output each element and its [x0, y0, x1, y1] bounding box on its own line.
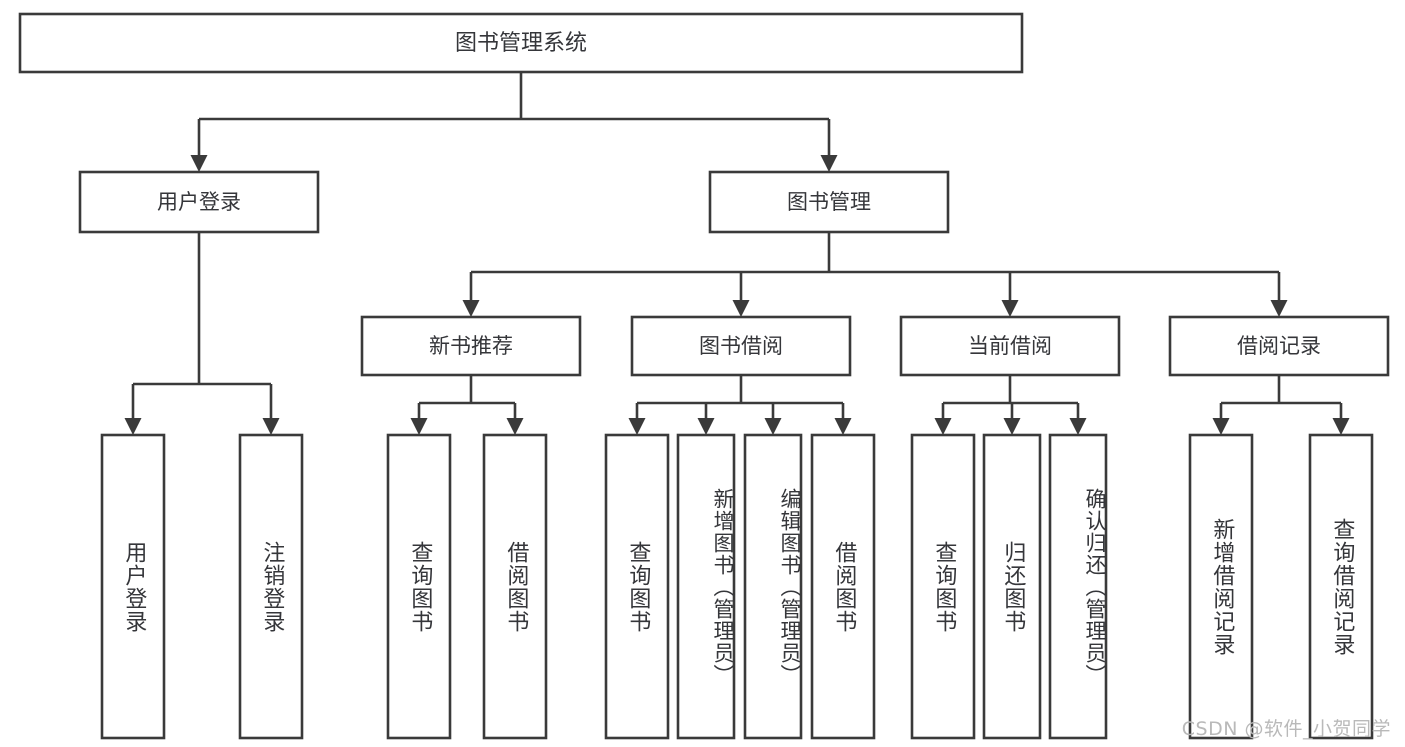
node-leaf-user-login[interactable] [100, 433, 166, 740]
node-leaf-query-record[interactable] [1308, 433, 1374, 740]
node-leaf-query-book-2[interactable] [604, 433, 670, 740]
node-leaf-add-record[interactable] [1188, 433, 1254, 740]
node-user-login-label: 用户登录 [157, 190, 241, 214]
arrow-to-user-login [190, 155, 208, 172]
node-leaf-borrow-book-1[interactable] [482, 433, 548, 740]
arrow-to-leaf-query-book-1 [410, 418, 428, 435]
node-leaf-return-book[interactable] [982, 433, 1042, 740]
csdn-watermark: CSDN @软件_小贺同学 [1181, 718, 1391, 740]
arrow-to-leaf-query-book-2 [628, 418, 646, 435]
node-leaf-add-book[interactable] [676, 433, 736, 740]
arrow-to-leaf-logout [262, 418, 280, 435]
node-borrow-record-label: 借阅记录 [1237, 334, 1321, 358]
node-leaf-query-book-3[interactable] [910, 433, 976, 740]
node-book-borrow[interactable] [630, 315, 852, 377]
node-leaf-logout[interactable] [238, 433, 304, 740]
arrow-to-current-borrow [1001, 300, 1019, 317]
node-root-label: 图书管理系统 [455, 31, 587, 56]
arrow-to-book-borrow [732, 300, 750, 317]
arrow-to-leaf-confirm-return [1069, 418, 1087, 435]
node-root[interactable] [18, 12, 1024, 74]
node-book-manage-label: 图书管理 [787, 190, 871, 214]
node-leaf-confirm-return[interactable] [1048, 433, 1108, 740]
arrow-to-leaf-borrow-book-2 [834, 418, 852, 435]
arrow-to-leaf-add-book [697, 418, 715, 435]
node-current-borrow[interactable] [899, 315, 1121, 377]
node-box-layer: 图书管理系统 用户登录 图书管理 新书推荐 图书借阅 当前借阅 借阅记录 [18, 12, 1390, 740]
node-book-manage[interactable] [708, 170, 950, 234]
node-leaf-edit-book[interactable] [743, 433, 803, 740]
connector-layer [131, 72, 1343, 419]
arrow-to-leaf-return-book [1003, 418, 1021, 435]
arrow-to-leaf-add-record [1212, 418, 1230, 435]
node-leaf-query-book-1[interactable] [386, 433, 452, 740]
node-book-borrow-label: 图书借阅 [699, 334, 783, 358]
node-new-book-rec[interactable] [360, 315, 582, 377]
arrow-to-leaf-edit-book [764, 418, 782, 435]
arrow-to-leaf-query-record [1332, 418, 1350, 435]
arrow-to-new-book-rec [462, 300, 480, 317]
node-new-book-rec-label: 新书推荐 [429, 334, 513, 358]
arrow-to-book-manage [820, 155, 838, 172]
node-current-borrow-label: 当前借阅 [968, 334, 1052, 358]
arrow-to-borrow-record [1270, 300, 1288, 317]
arrow-to-leaf-user-login [124, 418, 142, 435]
arrow-to-leaf-borrow-book-1 [506, 418, 524, 435]
node-user-login[interactable] [78, 170, 320, 234]
node-borrow-record[interactable] [1168, 315, 1390, 377]
node-leaf-borrow-book-2[interactable] [810, 433, 876, 740]
arrow-to-leaf-query-book-3 [934, 418, 952, 435]
